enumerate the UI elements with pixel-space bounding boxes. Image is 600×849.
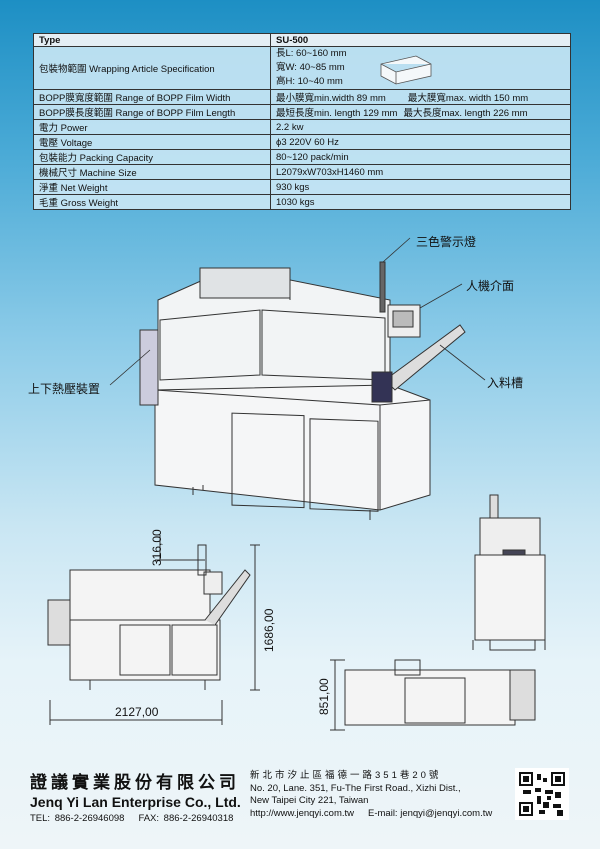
row-value: 930 kgs	[270, 179, 571, 195]
tel: TEL: 886-2-26946098	[30, 813, 125, 824]
website-link[interactable]: http://www.jenqyi.com.tw	[250, 807, 355, 819]
box-diagram-icon	[380, 55, 432, 85]
row-value: 最大膜寬max. width 150 mm	[407, 93, 529, 104]
machine-front-view	[47, 535, 260, 725]
machine-top-view	[330, 659, 536, 731]
row-label: 毛重 Gross Weight	[33, 194, 271, 210]
dimension-length: 2127,00	[115, 705, 159, 719]
machine-isometric	[109, 237, 486, 520]
callout-feed: 入料槽	[487, 376, 524, 390]
qr-code-icon	[519, 772, 565, 816]
row-value: 最小膜寬min.width 89 mm	[276, 93, 386, 104]
callout-warning-light: 三色警示燈	[416, 235, 477, 249]
callout-heat-seal: 上下熱壓裝置	[28, 382, 101, 396]
company-name-en: Jenq Yi Lan Enterprise Co., Ltd.	[30, 794, 241, 810]
row-value: 2.2 kw	[270, 119, 571, 135]
qr-code	[515, 768, 569, 820]
email-link[interactable]: E-mail: jenqyi@jenqyi.com.tw	[368, 807, 493, 819]
company-name-cn: 證議實業股份有限公司	[30, 773, 240, 792]
type-value: SU-500	[270, 33, 571, 47]
type-label: Type	[33, 33, 271, 47]
dimension-height-top: 316,00	[150, 529, 164, 566]
width-value: 寬W: 40~85 mm	[276, 62, 345, 73]
callout-hmi: 人機介面	[466, 279, 515, 293]
table-row: BOPP膜寬度範圍 Range of BOPP Film Width 最小膜寬mi…	[33, 89, 571, 105]
row-label: BOPP膜長度範圍 Range of BOPP Film Length	[33, 104, 271, 120]
machine-side-view	[472, 494, 546, 651]
row-value: 最大長度max. length 226 mm	[403, 108, 528, 119]
row-label: 淨重 Net Weight	[33, 179, 271, 195]
company-address: 新北市汐止區福德一路351巷20號 No. 20, Lane. 351, Fu-…	[250, 770, 492, 820]
table-row: BOPP膜長度範圍 Range of BOPP Film Length 最短長度m…	[33, 104, 571, 120]
row-label: 包裝能力 Packing Capacity	[33, 149, 271, 165]
row-label: BOPP膜寬度範圍 Range of BOPP Film Width	[33, 89, 271, 105]
address-cn: 新北市汐止區福德一路351巷20號	[250, 770, 442, 781]
dimension-width: 851,00	[317, 678, 331, 715]
length-value: 長L: 60~160 mm	[276, 48, 347, 59]
height-value: 高H: 10~40 mm	[276, 76, 343, 87]
fax: FAX: 886-2-26940318	[138, 813, 234, 824]
row-value: 1030 kgs	[270, 194, 571, 210]
address-en-line1: No. 20, Lane. 351, Fu-The First Road., X…	[250, 782, 461, 794]
dimension-height: 1686,00	[262, 608, 276, 652]
row-value: 80~120 pack/min	[270, 149, 571, 165]
row-value: 最短長度min. length 129 mm	[276, 108, 398, 119]
company-info: 證議實業股份有限公司 Jenq Yi Lan Enterprise Co., L…	[30, 768, 241, 824]
address-en-line2: New Taipei City 221, Taiwan	[250, 795, 369, 806]
